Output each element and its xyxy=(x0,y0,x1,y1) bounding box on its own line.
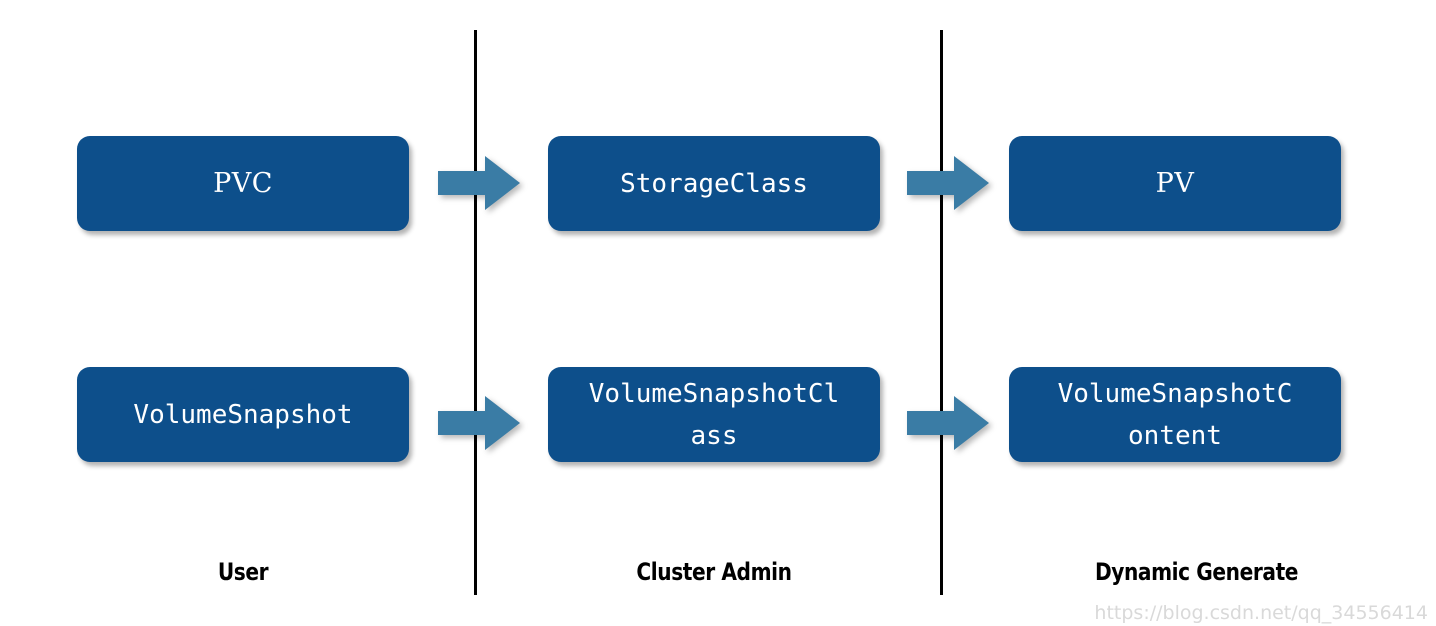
node-volumesnapshotcontent-label: VolumeSnapshotC ontent xyxy=(1057,378,1293,451)
watermark: https://blog.csdn.net/qq_34556414 xyxy=(1094,602,1428,624)
node-volumesnapshotcontent[interactable]: VolumeSnapshotC ontent xyxy=(1009,367,1341,462)
node-volumesnapshotclass-label: VolumeSnapshotCl ass xyxy=(588,378,840,451)
arrow-volumesnapshotclass-to-volumesnapshotcontent xyxy=(907,392,989,454)
column-divider-cluster-dynamic xyxy=(940,30,943,595)
column-divider-user-cluster xyxy=(474,30,477,595)
node-pv-label: PV xyxy=(1155,167,1195,199)
node-storageclass-label: StorageClass xyxy=(620,168,808,199)
node-volumesnapshot[interactable]: VolumeSnapshot xyxy=(77,367,409,462)
column-label-cluster-admin: Cluster Admin xyxy=(636,558,792,586)
node-volumesnapshot-label: VolumeSnapshot xyxy=(133,399,353,430)
node-storageclass[interactable]: StorageClass xyxy=(548,136,880,231)
node-pv[interactable]: PV xyxy=(1009,136,1341,231)
column-label-dynamic-generate: Dynamic Generate xyxy=(1094,558,1299,586)
node-pvc[interactable]: PVC xyxy=(77,136,409,231)
node-pvc-label: PVC xyxy=(213,167,273,199)
column-label-user: User xyxy=(217,558,269,586)
node-volumesnapshotclass[interactable]: VolumeSnapshotCl ass xyxy=(548,367,880,462)
arrow-storageclass-to-pv xyxy=(907,152,989,214)
arrow-pvc-to-storageclass xyxy=(438,152,520,214)
arrow-volumesnapshot-to-volumesnapshotclass xyxy=(438,392,520,454)
